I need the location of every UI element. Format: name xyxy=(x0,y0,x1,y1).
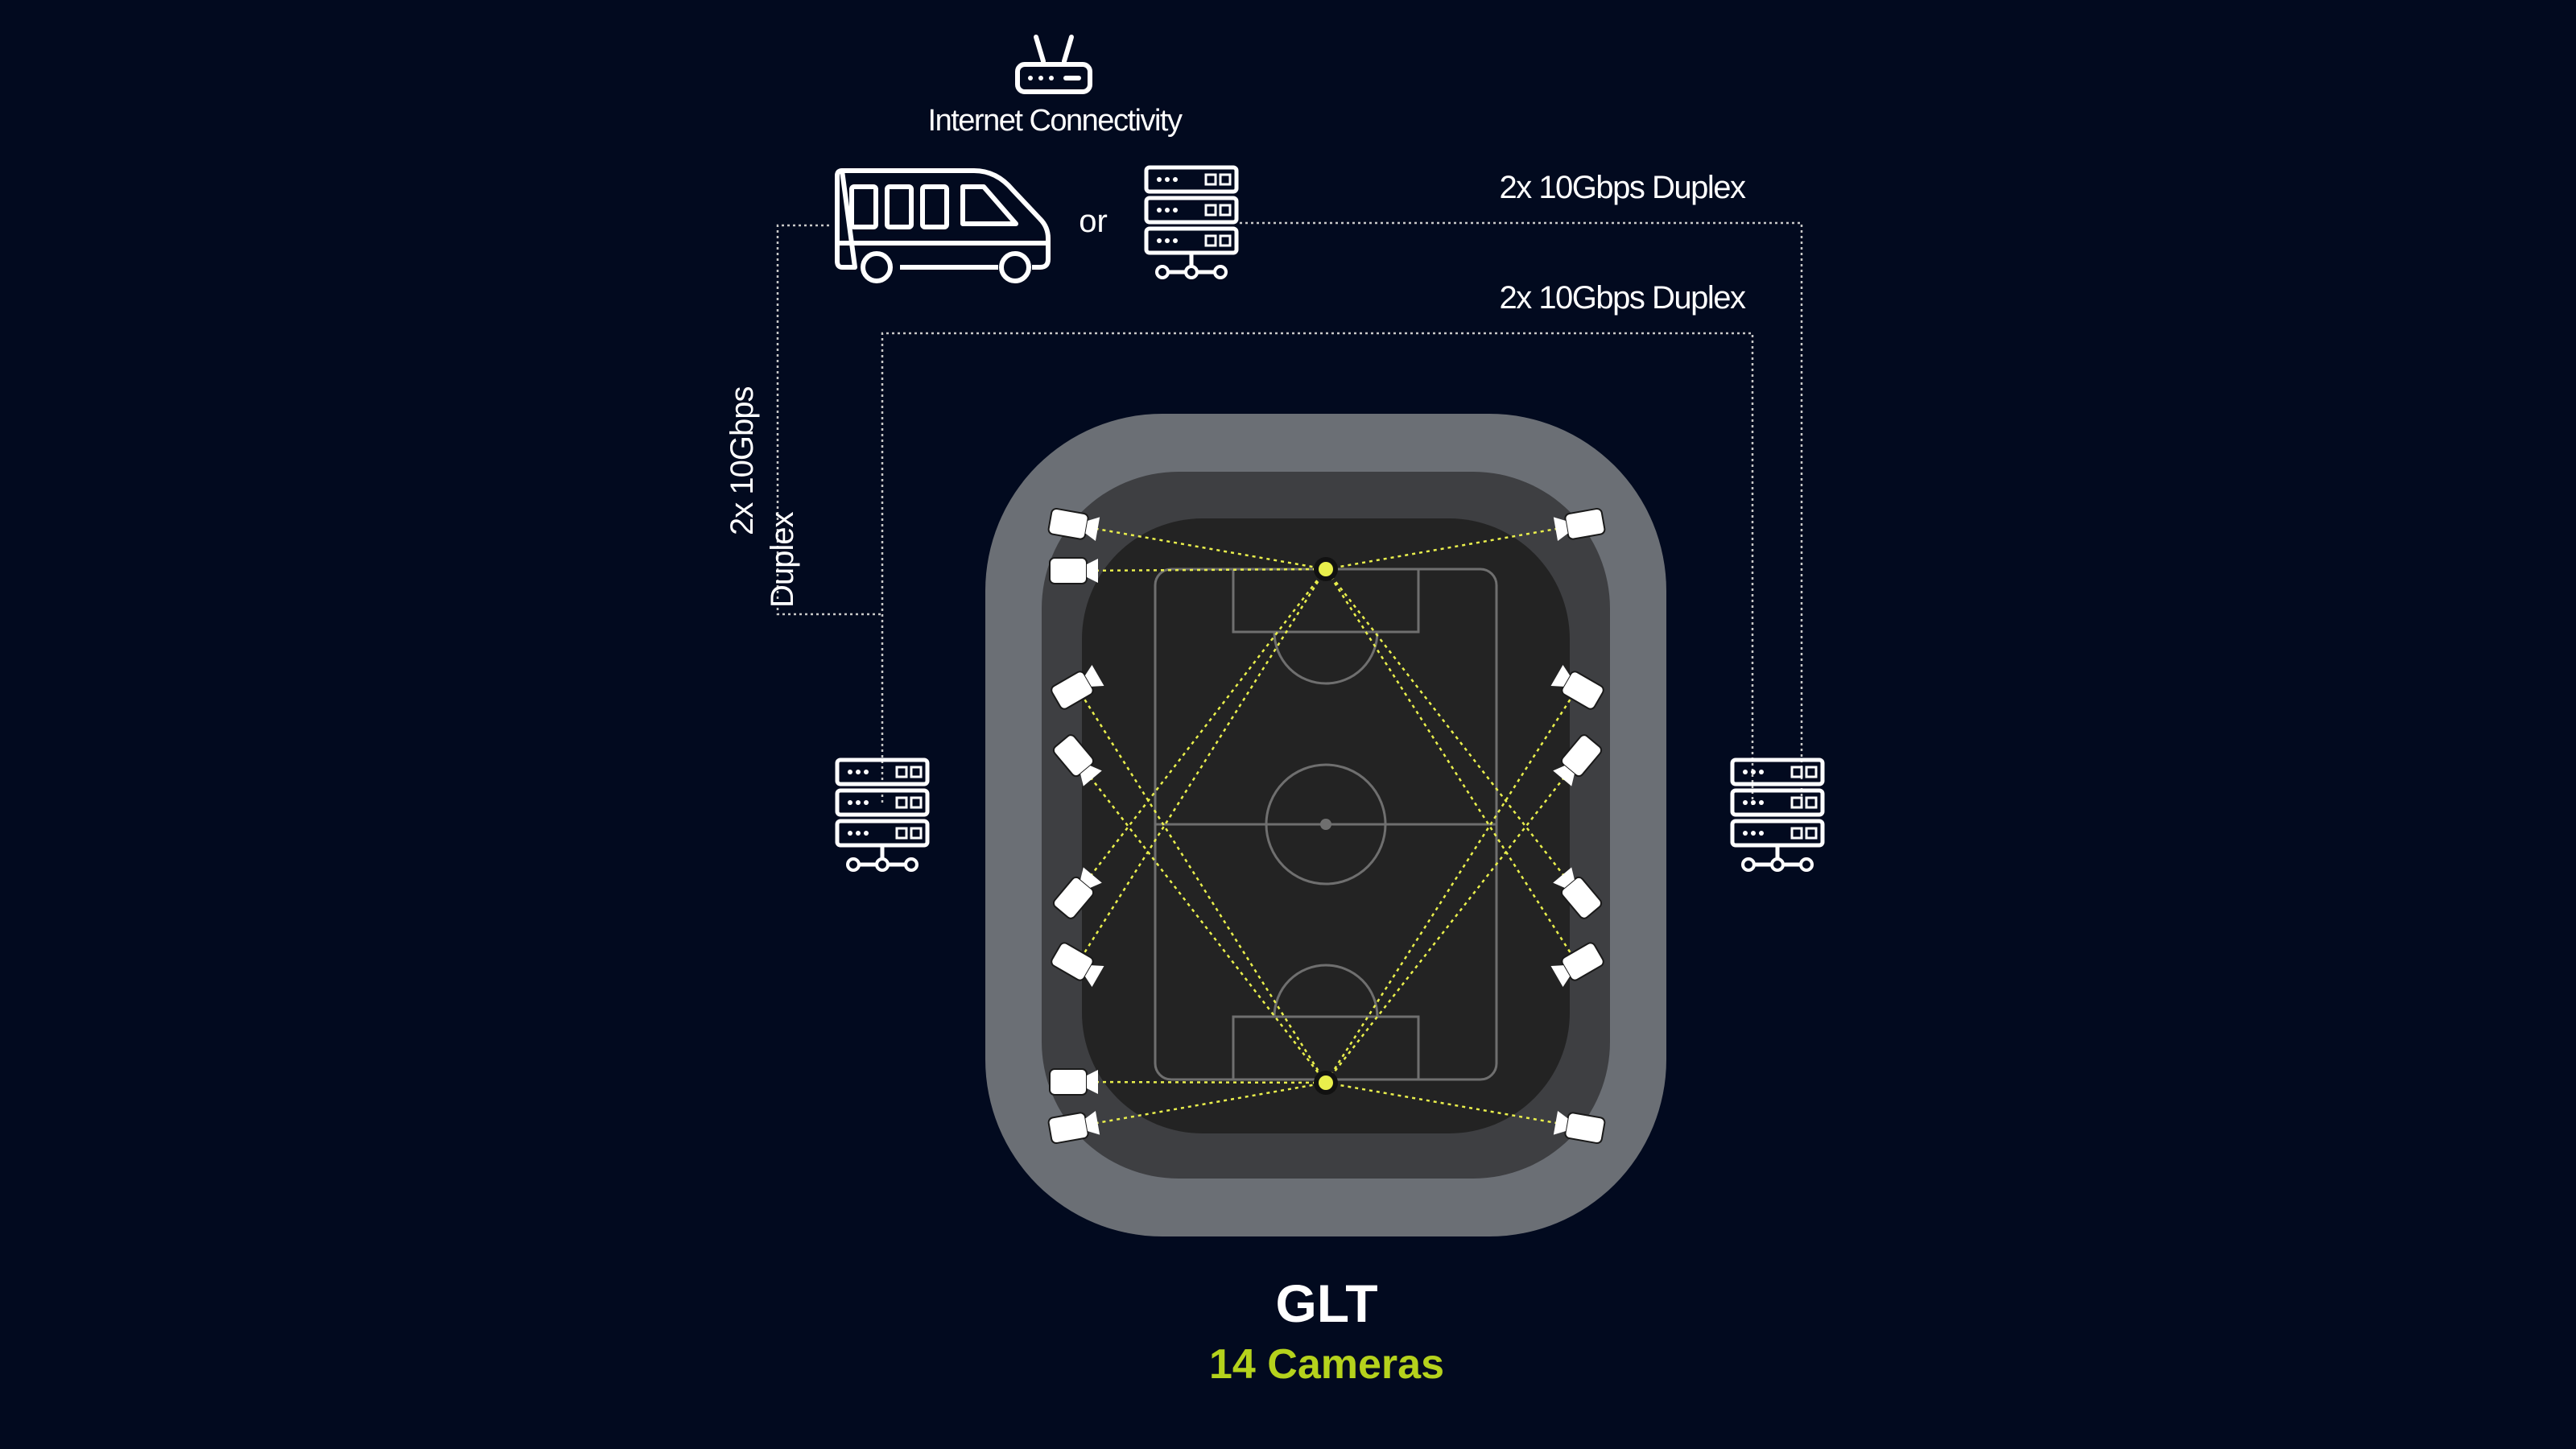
focus-point-bottom xyxy=(1314,1071,1338,1095)
sight-ray xyxy=(1075,687,1327,1084)
camera-icon xyxy=(1550,942,1604,987)
camera-icon xyxy=(1553,734,1603,786)
center-circle xyxy=(1265,763,1387,886)
camera-icon xyxy=(1051,942,1104,987)
server-rack-icon-top xyxy=(1144,165,1239,279)
center-spot xyxy=(1320,819,1331,830)
camera-icon xyxy=(1550,665,1604,710)
sight-ray xyxy=(1324,568,1579,965)
camera-icon xyxy=(1051,665,1104,710)
camera-count-subtitle: 14 Cameras xyxy=(1209,1341,1444,1388)
server-rack-icon-right xyxy=(1730,758,1825,872)
focus-point-top xyxy=(1314,557,1338,581)
camera-icon xyxy=(1049,1068,1098,1096)
camera-icon xyxy=(1047,1111,1100,1145)
internet-connectivity-label: Internet Connectivity xyxy=(928,104,1183,138)
link-label-left-line1: 2x 10Gbps xyxy=(724,387,760,535)
cameras xyxy=(1047,507,1606,1145)
penalty-arc-top xyxy=(1273,631,1379,685)
penalty-arc-bottom xyxy=(1273,964,1379,1018)
sight-ray xyxy=(1073,523,1327,571)
cable-top xyxy=(1240,221,1803,805)
link-label-mid: 2x 10Gbps Duplex xyxy=(1499,280,1746,316)
sight-ray xyxy=(1325,568,1579,894)
camera-icon xyxy=(1049,557,1098,584)
camera-icon xyxy=(1047,507,1100,541)
venue-title: GLT xyxy=(1275,1274,1377,1333)
cables xyxy=(776,221,1803,805)
sight-ray xyxy=(1075,568,1327,965)
sight-ray xyxy=(1073,568,1327,572)
cable-left xyxy=(776,224,881,616)
camera-icon xyxy=(1553,867,1603,919)
camera-icon xyxy=(1553,507,1606,541)
camera-icon xyxy=(1553,1111,1606,1145)
sight-ray xyxy=(1076,759,1327,1084)
sight-ray xyxy=(1076,568,1327,894)
camera-icon xyxy=(1052,734,1102,786)
link-label-top: 2x 10Gbps Duplex xyxy=(1499,170,1746,205)
sight-ray xyxy=(1325,759,1579,1084)
sight-ray xyxy=(1073,1080,1327,1084)
router-icon xyxy=(1015,35,1092,94)
link-label-left-line2: Duplex xyxy=(765,511,800,608)
sight-ray xyxy=(1324,687,1579,1084)
camera-sight-rays xyxy=(1073,523,1580,1129)
stadium xyxy=(985,414,1666,1236)
or-label: or xyxy=(1079,204,1108,239)
link-label-left: 2x 10Gbps Duplex xyxy=(724,387,800,608)
server-rack-icon-left xyxy=(835,758,930,872)
sight-ray xyxy=(1073,1081,1327,1129)
camera-icon xyxy=(1052,867,1102,919)
broadcast-van-icon xyxy=(835,168,1051,283)
